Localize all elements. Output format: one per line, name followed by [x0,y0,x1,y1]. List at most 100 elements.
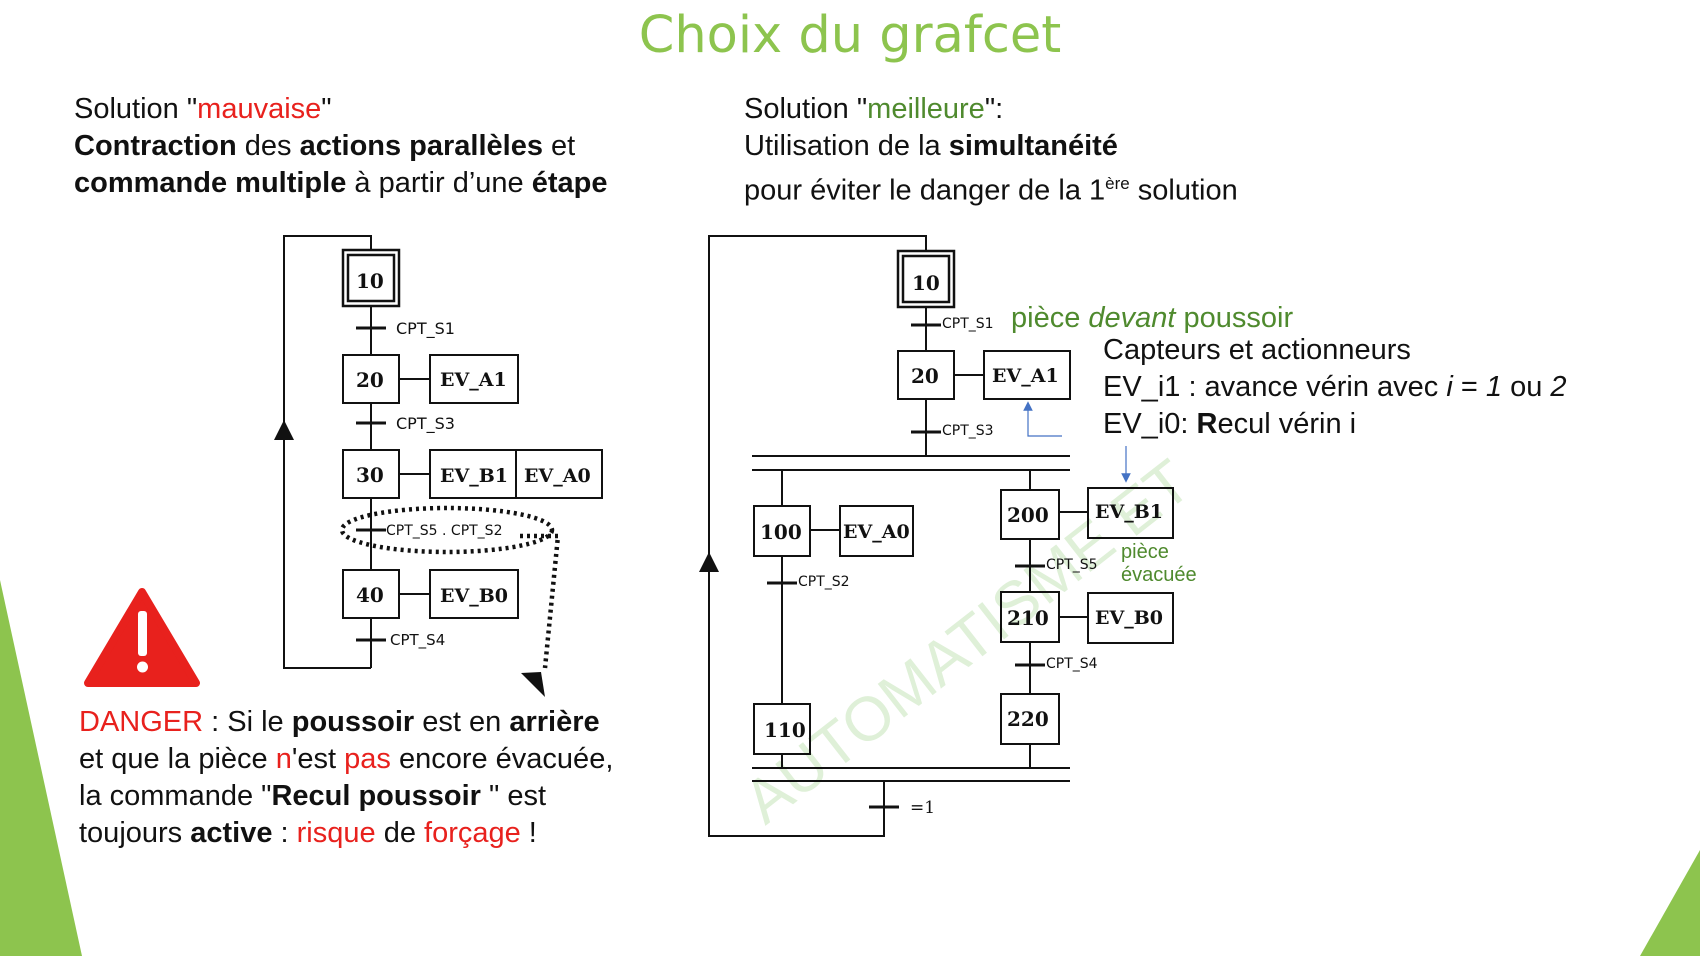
text: i [1446,371,1453,403]
text: étape [531,167,608,199]
transition-label: CPT_S1 [396,319,455,339]
action-label: EV_A1 [992,365,1059,387]
grafcet-right-labels: 10 20 100 110 200 210 220 CPT_S1 CPT_S3 … [760,271,1163,818]
text: 2 [1550,371,1567,403]
text: " [321,93,332,125]
text: EV_i0: [1103,408,1197,440]
text: Contraction [74,130,237,162]
transition-label: =1 [910,798,935,818]
text: " est [480,780,547,812]
text: n [275,743,292,775]
step-label: 20 [911,364,939,388]
grafcet-right [699,235,1174,837]
text: et [543,130,576,162]
transition-label: CPT_S5 [1046,557,1098,573]
text: simultanéité [948,130,1118,162]
text: devant [1088,302,1176,334]
text: : Si le [203,706,292,738]
step-label: 100 [760,520,802,544]
text: Recul poussoir [271,780,481,812]
text: ": [984,93,1004,125]
step-label: 200 [1007,503,1049,527]
text: = [1452,371,1486,403]
transition-label: CPT_S2 [798,574,850,590]
text: ou [1502,371,1551,403]
transition-label: CPT_S1 [942,316,994,332]
step-label: 30 [356,463,384,487]
step-label: 220 [1007,707,1049,731]
text: 'est [291,743,345,775]
text: R [1196,408,1218,440]
right-heading: Solution "meilleure": Utilisation de la … [744,91,1238,210]
left-corner-accent [0,580,82,956]
text: poussoir [1175,302,1294,334]
piece-evacuee-note: pièce évacuée [1121,541,1197,587]
left-heading: Solution "mauvaise" Contraction des acti… [74,91,607,202]
transition-label: CPT_S3 [942,423,994,439]
action-label: EV_B1 [1095,501,1163,523]
text: Utilisation de la [744,130,949,162]
step-label: 110 [764,718,806,742]
text: arrière [509,706,600,738]
text: active [190,817,273,849]
page-title: Choix du grafcet [638,6,1062,65]
text: et que la pièce [79,743,276,775]
text: ! [520,817,537,849]
text: pas [344,743,391,775]
text: 1 [1485,371,1503,403]
grafcet-left-labels: 10 20 30 40 CPT_S1 CPT_S3 CPT_S5 . CPT_S… [356,269,591,650]
text: Solution " [744,93,868,125]
text: poussoir [291,706,415,738]
text: pièce [1011,302,1089,334]
transition-label: CPT_S4 [1046,656,1098,672]
annotation-arrows [1023,401,1131,483]
danger-word: DANGER [79,706,204,738]
piece-devant-note: pièce devant poussoir [1011,300,1293,337]
text: encore évacuée, [390,743,614,775]
text: risque [296,817,376,849]
text: de [375,817,425,849]
text: des [236,130,300,162]
text: Solution " [74,93,198,125]
text: commande multiple [74,167,347,199]
text: pièce [1121,541,1169,563]
step-label: 20 [356,368,384,392]
text: toujours [79,817,191,849]
text: EV_i1 : avance vérin avec [1103,371,1447,403]
transition-label: CPT_S3 [396,414,455,434]
step-label: 10 [912,271,940,295]
text: Capteurs et actionneurs [1103,334,1411,366]
step-label: 40 [356,583,384,607]
text: ère [1105,174,1130,193]
action-label: EV_A1 [440,369,507,391]
right-corner-accent [1640,850,1700,956]
text: : [272,817,297,849]
action-label: EV_A0 [524,465,591,487]
action-label: EV_B0 [1095,607,1163,629]
danger-text: DANGER : Si le poussoir est en arrière e… [79,704,613,852]
capteurs-note: Capteurs et actionneurs EV_i1 : avance v… [1103,332,1567,443]
warning-icon [84,588,200,687]
text: la commande " [79,780,272,812]
mauvaise-word: mauvaise [197,93,322,125]
transition-label: CPT_S4 [390,631,445,650]
text: pour éviter le danger de la 1 [744,174,1106,207]
text: évacuée [1121,564,1197,586]
action-label: EV_A0 [843,521,910,543]
text: à partir d’une [346,167,532,199]
action-label: EV_B1 [440,465,508,487]
step-label: 210 [1007,606,1049,630]
text: est en [414,706,510,738]
transition-label: CPT_S5 . CPT_S2 [386,523,502,539]
text: ecul vérin i [1217,408,1357,440]
text: actions parallèles [299,130,543,162]
step-label: 10 [356,269,384,293]
grafcet-left [274,235,603,697]
text: forçage [424,817,521,849]
text: solution [1129,174,1238,207]
meilleure-word: meilleure [867,93,985,125]
action-label: EV_B0 [440,585,508,607]
